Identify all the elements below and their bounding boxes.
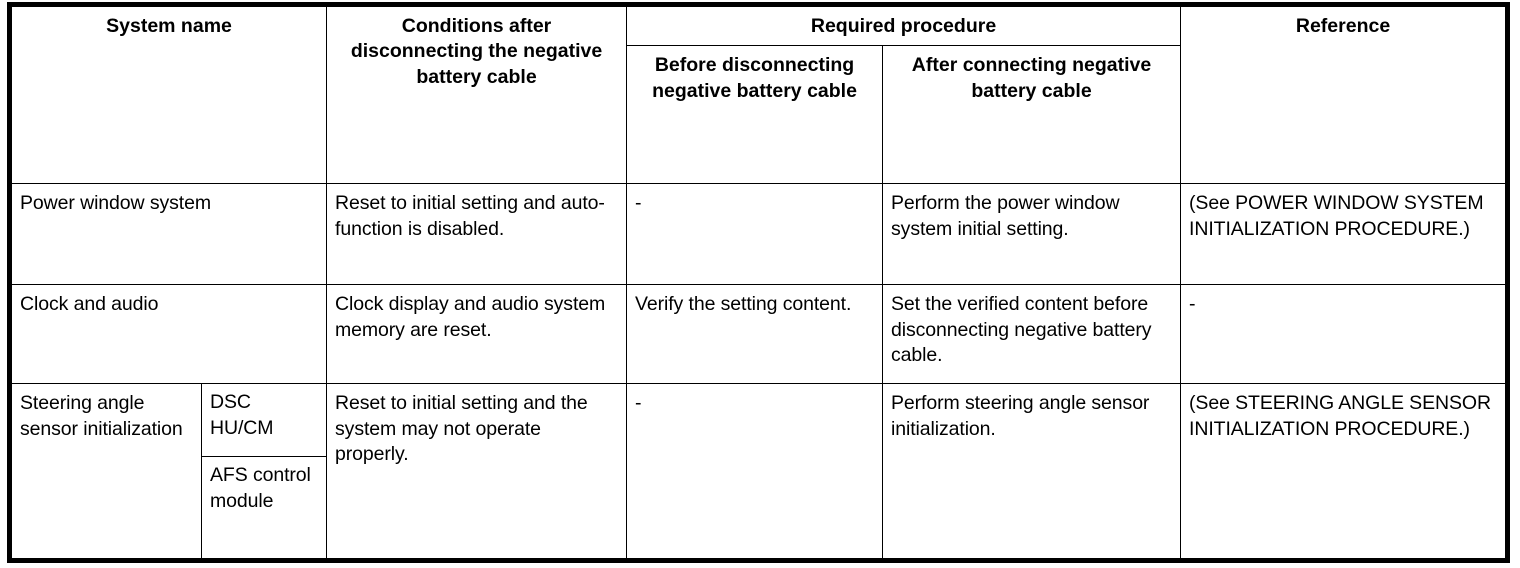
- header-before-label: Before disconnecting negative battery ca…: [652, 54, 857, 102]
- row-3-before-text: -: [635, 392, 642, 415]
- battery-disconnect-spec-table: System name Conditions after disconnecti…: [6, 1, 1511, 564]
- table-row: AFS control module: [12, 456, 1506, 560]
- row-1-system-name: Power window system: [10, 183, 328, 286]
- row-2-system-name-text: Clock and audio: [20, 293, 159, 316]
- row-3-sub-name-afs: AFS control module: [200, 456, 328, 560]
- row-2-before: Verify the setting content.: [626, 284, 884, 385]
- row-2-before-text: Verify the setting content.: [635, 293, 852, 316]
- row-2-conditions: Clock display and audio system memory ar…: [326, 284, 628, 385]
- table-header-row-sub: Before disconnecting negative battery ca…: [12, 45, 1506, 185]
- row-3-conditions-text: Reset to initial setting and the system …: [335, 392, 588, 466]
- header-required-procedure-label: Required procedure: [810, 15, 997, 37]
- row-2-reference-text: -: [1189, 293, 1196, 316]
- row-2-after: Set the verified content before disconne…: [882, 284, 1182, 385]
- row-3-reference-text: (See STEERING ANGLE SENSOR INITIALIZATIO…: [1189, 392, 1491, 440]
- row-1-reference: (See POWER WINDOW SYSTEM INITIALIZATION …: [1180, 183, 1507, 286]
- header-conditions: Conditions after disconnecting the negat…: [326, 5, 628, 185]
- header-system-name: System name: [10, 5, 328, 185]
- row-3-system-name-text: Steering angle sensor initialization: [20, 392, 183, 440]
- header-reference: Reference: [1180, 5, 1507, 185]
- row-2-system-name: Clock and audio: [10, 284, 328, 385]
- row-1-conditions: Reset to initial setting and auto-functi…: [326, 183, 628, 286]
- row-3-sub-name-dsc: DSC HU/CM: [200, 383, 328, 458]
- row-3-before: -: [626, 383, 884, 560]
- row-2-conditions-text: Clock display and audio system memory ar…: [335, 293, 606, 341]
- header-required-procedure: Required procedure: [626, 5, 1182, 47]
- row-1-conditions-text: Reset to initial setting and auto-functi…: [335, 192, 605, 240]
- row-1-system-name-text: Power window system: [20, 192, 211, 215]
- header-before-disconnecting: Before disconnecting negative battery ca…: [626, 45, 884, 185]
- header-after-connecting: After connecting negative battery cable: [882, 45, 1182, 185]
- row-3-system-name: Steering angle sensor initialization: [11, 383, 202, 560]
- row-1-after: Perform the power window system initial …: [882, 183, 1182, 286]
- header-after-label: After connecting negative battery cable: [911, 54, 1152, 102]
- table-row: Steering angle sensor initialization DSC…: [11, 383, 1507, 560]
- row-3-sub-name-afs-text: AFS control module: [210, 464, 311, 512]
- row-3-sub-name-dsc-text: DSC HU/CM: [210, 391, 274, 439]
- table-row: Clock and audio Clock display and audio …: [10, 284, 1507, 385]
- row-3-after-text: Perform steering angle sensor initializa…: [891, 392, 1150, 440]
- row-3-after: Perform steering angle sensor initializa…: [882, 383, 1182, 560]
- row-1-reference-text: (See POWER WINDOW SYSTEM INITIALIZATION …: [1189, 192, 1484, 240]
- row-1-before: -: [626, 183, 884, 286]
- table-row: Power window system Reset to initial set…: [10, 183, 1507, 286]
- table-header-row-top: System name Conditions after disconnecti…: [10, 5, 1507, 185]
- row-1-before-text: -: [635, 192, 642, 215]
- row-1-after-text: Perform the power window system initial …: [891, 192, 1120, 240]
- header-system-name-label: System name: [106, 15, 232, 37]
- header-reference-label: Reference: [1295, 15, 1391, 37]
- header-conditions-label: Conditions after disconnecting the negat…: [350, 15, 603, 88]
- row-2-after-text: Set the verified content before disconne…: [891, 293, 1152, 367]
- row-3-conditions: Reset to initial setting and the system …: [326, 383, 628, 560]
- row-3-reference: (See STEERING ANGLE SENSOR INITIALIZATIO…: [1180, 383, 1507, 560]
- row-2-reference: -: [1180, 284, 1507, 385]
